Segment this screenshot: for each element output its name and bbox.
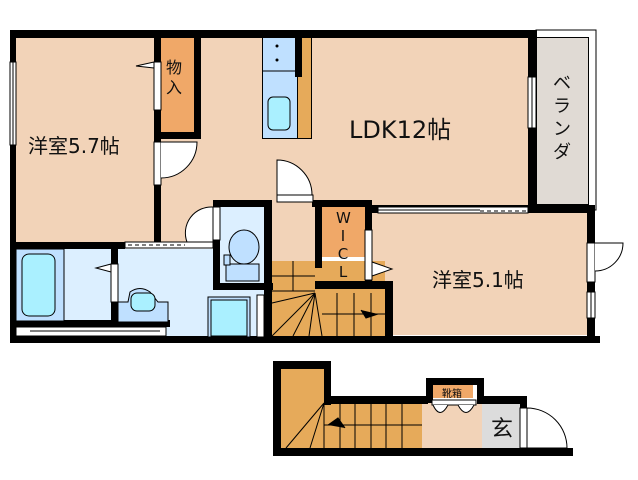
wall — [365, 200, 372, 230]
wall — [385, 281, 393, 341]
wall — [273, 361, 331, 369]
lower-stairs-landing — [281, 368, 324, 448]
wall — [10, 242, 125, 249]
wall — [264, 200, 272, 340]
wall — [154, 110, 161, 142]
wall — [154, 185, 161, 245]
ldk-label: LDK12帖 — [349, 116, 452, 144]
storage-label: 物入 — [166, 58, 183, 97]
wall — [324, 361, 331, 405]
shoe-box-label: 靴箱 — [442, 389, 462, 400]
genkan-hall — [422, 403, 482, 448]
wall — [315, 200, 322, 268]
wall — [111, 302, 118, 322]
ldk-floor — [161, 37, 528, 207]
western-room-a-label: 洋室5.7帖 — [28, 134, 120, 158]
wall — [528, 128, 536, 212]
wall — [324, 396, 428, 404]
balcony-label: ベランダ — [553, 73, 571, 163]
western-room-b-label: 洋室5.1帖 — [432, 268, 524, 292]
wall — [528, 37, 536, 77]
wall — [477, 396, 527, 404]
wic-floor — [322, 205, 365, 257]
hall-floor — [272, 206, 316, 261]
wall — [315, 281, 390, 289]
western-room-a-floor — [15, 37, 155, 242]
wall — [213, 240, 220, 290]
wall — [213, 283, 273, 290]
wic-label: WICL — [336, 209, 351, 281]
shoe-box — [432, 385, 473, 398]
wall — [161, 132, 201, 139]
western-room-b-floor — [372, 213, 587, 335]
balcony-floor — [536, 37, 589, 205]
wall — [111, 242, 118, 264]
wall — [273, 361, 281, 455]
wall — [10, 30, 16, 62]
wall — [213, 200, 271, 207]
wall — [154, 37, 161, 62]
storage-floor-top — [161, 37, 194, 133]
wall — [426, 378, 433, 403]
wall — [477, 378, 484, 403]
wall — [312, 200, 372, 207]
wall — [273, 448, 573, 456]
wall — [587, 318, 595, 342]
wall — [520, 396, 527, 408]
wall — [194, 37, 201, 139]
wall — [10, 30, 537, 38]
wall — [587, 282, 595, 292]
entrance-label: 玄 — [491, 417, 514, 442]
wall — [10, 336, 600, 343]
wall — [426, 378, 484, 385]
wall — [10, 320, 170, 327]
entrance-floor — [482, 403, 520, 448]
wall — [587, 205, 595, 243]
